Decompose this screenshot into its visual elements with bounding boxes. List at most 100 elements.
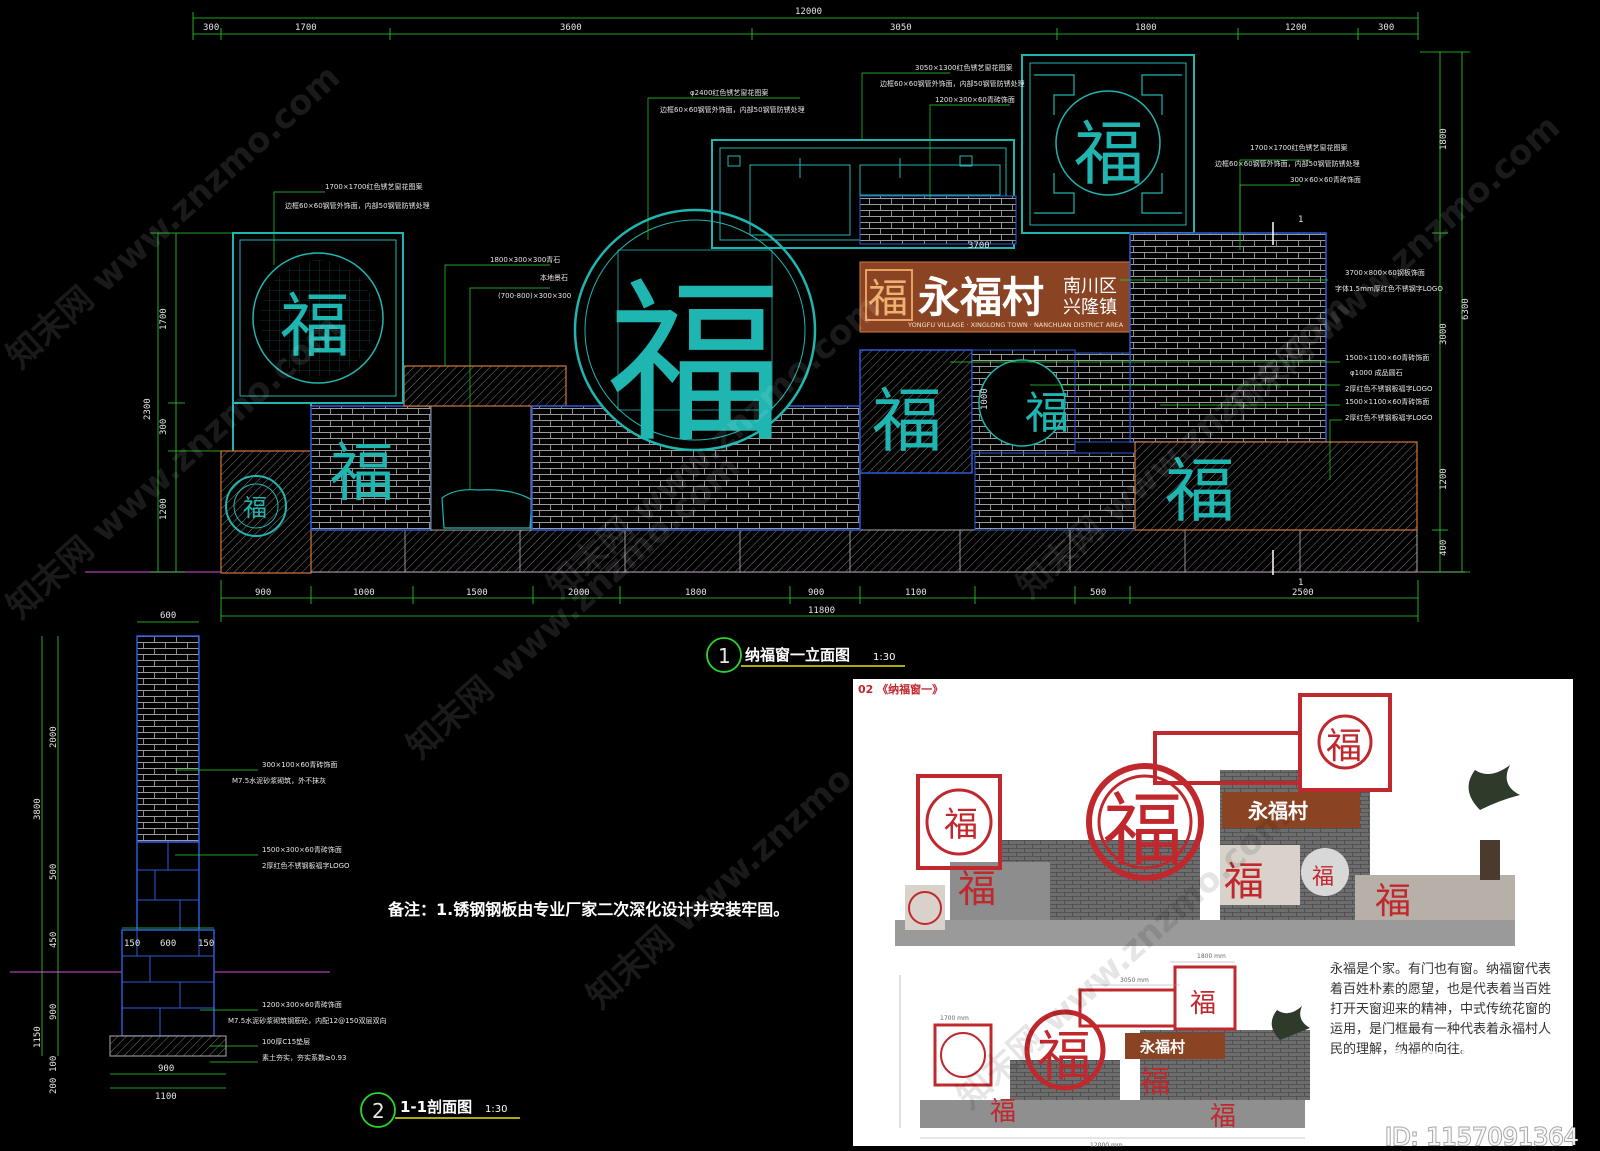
round-stone xyxy=(978,359,1066,447)
hatched-fu-panel xyxy=(859,349,973,474)
top-dim-2: 3600 xyxy=(560,23,582,33)
sign-pinyin-text: YONGFU VILLAGE · XINGLONG TOWN · NANCHUA… xyxy=(907,321,1124,329)
annotation-a5: 1700×1700红色锈艺窗花图案 xyxy=(1250,143,1348,152)
right-dim-0: 1800 xyxy=(1439,128,1449,150)
right-stone-block xyxy=(1134,441,1418,531)
annotation-a14: 1500×1100×60青砖饰面 xyxy=(1345,397,1429,406)
section-dim-width-0: 150 xyxy=(124,939,140,949)
top-dimension-lines xyxy=(192,12,1419,40)
annotation-leaders xyxy=(273,72,1342,490)
render-2-dim-2: 1700 mm xyxy=(940,1015,969,1022)
render-1-top-fu: 福 xyxy=(1326,726,1362,767)
left-dim-2: 300 xyxy=(159,419,169,435)
top-dim-5: 1200 xyxy=(1285,23,1307,33)
bottom-dim-1: 1000 xyxy=(353,588,375,598)
section-upper-brick xyxy=(136,635,200,843)
top-right-fu-char: 福 xyxy=(1074,113,1144,195)
annotation-a8: 本地景石 xyxy=(540,273,568,282)
bottom-dim-7: 500 xyxy=(1090,588,1106,598)
section-dim-lower: 900 xyxy=(49,1004,59,1020)
section-dim-mid: 500 xyxy=(49,864,59,880)
rendering-description-text: 永福是个家。有门也有窗。纳福窗代表着百姓朴素的愿望，也是代表着当百姓打开天窗迎来… xyxy=(1330,962,1552,1057)
hatched-panel-fu-char: 福 xyxy=(872,380,942,462)
section-title: 1-1剖面图 xyxy=(400,1098,472,1116)
bottom-total-dim: 11800 xyxy=(808,606,835,616)
annotation-a15: 2厚红色不锈钢板福字LOGO xyxy=(1345,413,1433,422)
render-1-wall-fu: 福 xyxy=(958,867,996,911)
bottom-dim-8: 2500 xyxy=(1292,588,1314,598)
round-fu-emblem xyxy=(225,475,287,537)
round-fu-char: 福 xyxy=(243,494,267,522)
render-1-sign-text: 永福村 xyxy=(1247,799,1308,823)
sign-town-text: 兴隆镇 xyxy=(1063,297,1117,318)
watermark-id: ID: 1157091364 xyxy=(1385,1123,1579,1151)
rendering-description: 永福是个家。有门也有窗。纳福窗代表着百姓朴素的愿望，也是代表着当百姓打开天窗迎来… xyxy=(1330,962,1552,1057)
rendering-label: 02 《纳福窗一》 xyxy=(858,682,943,696)
annotation-a10b: 字体1.5mm厚红色不锈钢字LOGO xyxy=(1335,284,1443,293)
render-1-circle-fu: 福 xyxy=(1103,784,1183,877)
elevation-scale: 1:30 xyxy=(873,652,895,663)
watermark-logo: 知末 xyxy=(1390,1044,1490,1102)
right-dim-3: 1200 xyxy=(1439,468,1449,490)
render-2-dim-1: 3050 mm xyxy=(1120,977,1149,984)
render-2-top-fu: 福 xyxy=(1190,989,1216,1019)
annotation-a9: (700-800)×300×300 xyxy=(498,292,571,300)
right-brick-step xyxy=(1074,352,1131,443)
right-dim-1: 3000 xyxy=(1439,323,1449,345)
section-dim-bottom-b: 1100 xyxy=(155,1092,177,1102)
section-dim-width-1: 600 xyxy=(160,939,176,949)
left-window-frame: 福 xyxy=(232,232,404,451)
title-1-number: 1 xyxy=(718,644,731,668)
center-circle-window: 福 xyxy=(573,208,817,467)
rendering-2: 福 福 永福村 福 福 福 1800 mm 3050 mm 1700 mm 12… xyxy=(899,953,1310,1149)
annotation-a3: 3050×1300红色锈艺窗花图案 xyxy=(915,63,1013,72)
village-sign-board: 福 永福村 南川区 兴隆镇 YONGFU VILLAGE · XINGLONG … xyxy=(859,261,1131,333)
annotation-a11: 1500×1100×60青砖饰面 xyxy=(1345,353,1429,362)
render-2-block-fu: 福 xyxy=(1210,1102,1236,1132)
render-2-circle-fu: 福 xyxy=(1037,1025,1091,1088)
bottom-dim-4: 1800 xyxy=(685,588,707,598)
left-fu-char: 福 xyxy=(330,437,394,511)
section-cushion-layer xyxy=(109,1035,227,1057)
top-total-dim: 12000 xyxy=(795,7,822,17)
sign-top-brick xyxy=(859,195,1017,245)
section-annotation-s1b: M7.5水泥砂浆砌筑，外不抹灰 xyxy=(232,776,326,785)
title-2-circle xyxy=(360,1092,396,1128)
section-drawing: 600 3800 2000 500 450 900 1150 100 200 1… xyxy=(10,611,520,1128)
render-2-sign-text: 永福村 xyxy=(1139,1038,1185,1056)
right-dimension-lines xyxy=(1420,51,1470,573)
sign-fu-logo: 福 xyxy=(868,276,908,322)
render-2-wall-fu: 福 xyxy=(1140,1065,1170,1100)
base-plinth xyxy=(220,529,1418,573)
round-stone-fu-char: 福 xyxy=(1025,388,1069,439)
top-dim-6: 300 xyxy=(1378,23,1394,33)
section-dim-upper: 2000 xyxy=(49,726,59,748)
remark-note: 备注：1.锈钢钢板由专业厂家二次深化设计并安装牢固。 xyxy=(387,900,789,919)
annotation-a1b: 边框60×60钢管外饰面，内部50钢管防锈处理 xyxy=(285,201,430,210)
left-dim-1: 2300 xyxy=(143,398,153,420)
render-2-left-fu: 福 xyxy=(990,1097,1016,1127)
sign-district-text: 南川区 xyxy=(1063,276,1117,297)
section-dim-base: 1150 xyxy=(33,1026,43,1048)
section-scale: 1:30 xyxy=(485,1104,507,1115)
right-dim-4: 400 xyxy=(1439,540,1449,556)
center-fu-char: 福 xyxy=(607,262,783,467)
opening-frame xyxy=(430,405,532,531)
render-1-fu-a: 福 xyxy=(1224,859,1264,905)
section-marker-bottom: 1 xyxy=(1298,578,1303,588)
section-dim-base-small-0: 100 xyxy=(49,1056,59,1072)
stone-ledge xyxy=(403,365,567,407)
section-annotation-s2b: 2厚红色不锈钢板福字LOGO xyxy=(262,861,350,870)
bottom-dimension-lines xyxy=(220,580,1419,622)
left-dim-0: 1700 xyxy=(159,308,169,330)
elevation-title: 纳福窗一立面图 xyxy=(745,646,850,664)
section-dim-total: 3800 xyxy=(33,798,43,820)
section-annotation-s5: 素土夯实，夯实系数≥0.93 xyxy=(262,1053,346,1062)
annotation-a5b: 边框60×60钢管外饰面，内部50钢管防锈处理 xyxy=(1215,159,1360,168)
elevation-drawing: 福 福 福 福 xyxy=(85,7,1471,673)
rendering-panel: 02 《纳福窗一》 福 福 福 福 福 福 福 永福村 xyxy=(853,679,1573,1149)
left-stone-block xyxy=(220,450,312,574)
section-annotation-s3: 1200×300×60青砖饰面 xyxy=(262,1000,342,1009)
bottom-dim-0: 900 xyxy=(255,588,271,598)
circle-dim: 1000 xyxy=(980,388,990,410)
